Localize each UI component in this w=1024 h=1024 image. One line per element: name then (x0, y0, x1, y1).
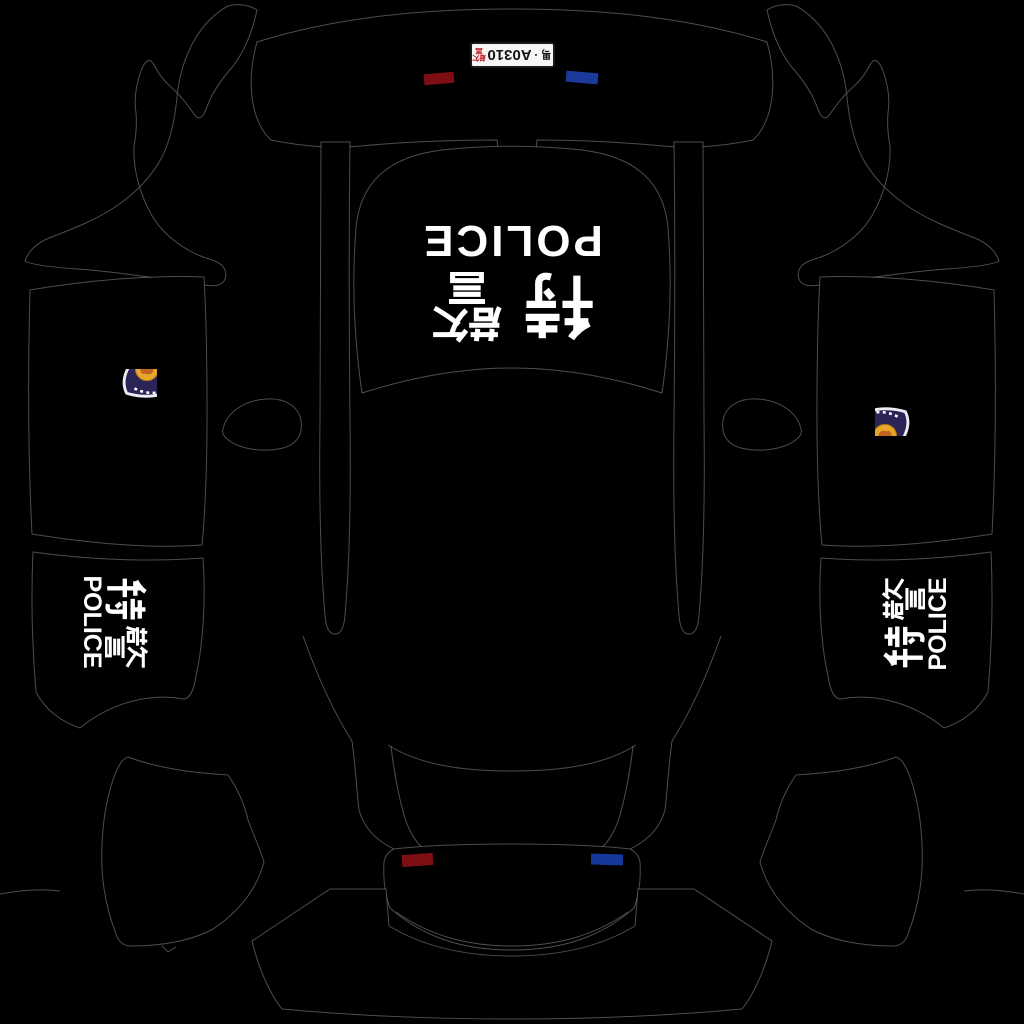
panel-hood (353, 145, 671, 394)
door-right-police-text: POLICE (923, 577, 952, 671)
plate-province-glyph: 粤 (540, 49, 553, 62)
hanzi-jing-icon (431, 272, 503, 344)
panel-lower-valance (251, 888, 773, 1020)
door-right-lettering: 特警 POLICE (878, 572, 954, 676)
fender-top-left (24, 4, 258, 287)
hanzi-te-icon (105, 576, 149, 620)
door-right-tejing-glyphs: 特警 (881, 578, 925, 671)
pillar-strip-right (673, 141, 705, 635)
police-badge-icon (73, 369, 157, 435)
police-badge-icon (875, 370, 959, 436)
rocker-line-right (963, 889, 1024, 895)
hanzi-te-icon (881, 627, 925, 671)
hanzi-jing-icon (881, 578, 925, 622)
hanzi-te-icon (525, 272, 597, 344)
mirror-right (722, 398, 802, 451)
police-shield-badge-left (73, 369, 157, 435)
fender-bottom-right (759, 756, 923, 947)
door-left-lettering: 特警 POLICE (76, 570, 152, 674)
plate-suffix-glyph: 警 (472, 48, 486, 62)
panel-front-bumper (250, 8, 774, 150)
fender-bottom-left-notch (161, 945, 177, 953)
rear-window-outline (302, 635, 722, 851)
pillar-strip-left (319, 141, 351, 635)
hood-police-text: POLICE (421, 216, 603, 265)
door-left-police-text: POLICE (78, 575, 107, 669)
rear-bumper-lip (395, 911, 629, 947)
rocker-line-left (0, 889, 61, 895)
fender-bottom-left (101, 756, 265, 947)
license-plate: 粤 · A0310 警 (470, 42, 555, 68)
plate-separator: · (533, 48, 538, 62)
police-shield-badge-right (875, 370, 959, 436)
hood-tejing-glyphs: 特警 (431, 272, 597, 344)
mirror-left (222, 398, 302, 451)
plate-serial: A0310 (487, 46, 532, 64)
door-left-tejing-glyphs: 特警 (105, 576, 149, 669)
fender-top-right (766, 4, 1000, 287)
marker-bottom-red (401, 852, 434, 868)
marker-bottom-blue (590, 853, 624, 866)
door-front-left (28, 276, 208, 547)
hanzi-jing-icon (105, 625, 149, 669)
